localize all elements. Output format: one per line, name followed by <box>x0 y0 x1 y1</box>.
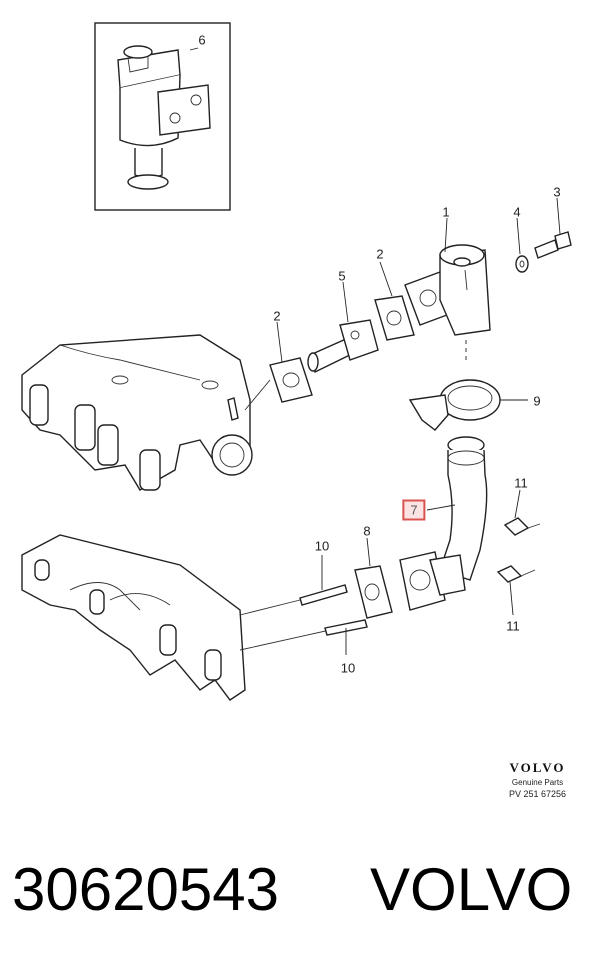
callout-2-lower: 2 <box>273 308 281 324</box>
callout-2-upper: 2 <box>376 246 384 262</box>
callout-9: 9 <box>533 393 541 409</box>
part-number: 30620543 <box>12 856 279 923</box>
callout-6: 6 <box>198 32 206 48</box>
part-11-nut-lower <box>496 565 536 583</box>
egr-valve-inset-drawing <box>117 45 211 190</box>
callout-11-upper: 11 <box>514 475 528 491</box>
logo-subtitle: Genuine Parts <box>511 778 564 787</box>
parts-diagram: 1 2 2 3 4 5 6 7 8 9 10 10 11 11 VOLVO Ge… <box>21 22 595 799</box>
callout-10-upper: 10 <box>314 538 330 554</box>
part-5-pipe <box>307 319 379 373</box>
logo-code: PV 251 67256 <box>508 789 567 799</box>
callout-11-lower: 11 <box>506 618 520 634</box>
part-10-stud-lower <box>324 619 368 636</box>
callout-4: 4 <box>513 204 521 220</box>
part-10-stud-upper <box>299 584 348 606</box>
part-11-nut-upper <box>503 517 541 536</box>
leader-lines <box>276 197 561 655</box>
part-7-pipe <box>399 436 488 611</box>
part-1-valve <box>404 244 491 360</box>
callout-1: 1 <box>442 204 450 220</box>
callout-8: 8 <box>363 523 371 539</box>
volvo-genuine-parts-logo: VOLVO Genuine Parts PV 251 67256 <box>480 760 595 799</box>
part-3-bolt <box>534 231 572 259</box>
gasket-2-right <box>374 295 415 341</box>
exhaust-manifold-upper <box>21 334 271 491</box>
part-4-washer <box>515 255 529 273</box>
callout-10-lower: 10 <box>340 660 356 676</box>
footer-brand: VOLVO <box>370 856 573 923</box>
callout-7-highlighted: 7 <box>402 499 426 521</box>
exhaust-manifold-lower <box>21 534 331 701</box>
part-8-gasket <box>354 565 393 619</box>
gasket-2-left <box>269 357 313 403</box>
part-9-clamp <box>408 379 501 431</box>
logo-brand: VOLVO <box>509 760 566 775</box>
callout-5: 5 <box>338 268 346 284</box>
callout-3: 3 <box>553 184 561 200</box>
inset-box <box>94 22 231 211</box>
